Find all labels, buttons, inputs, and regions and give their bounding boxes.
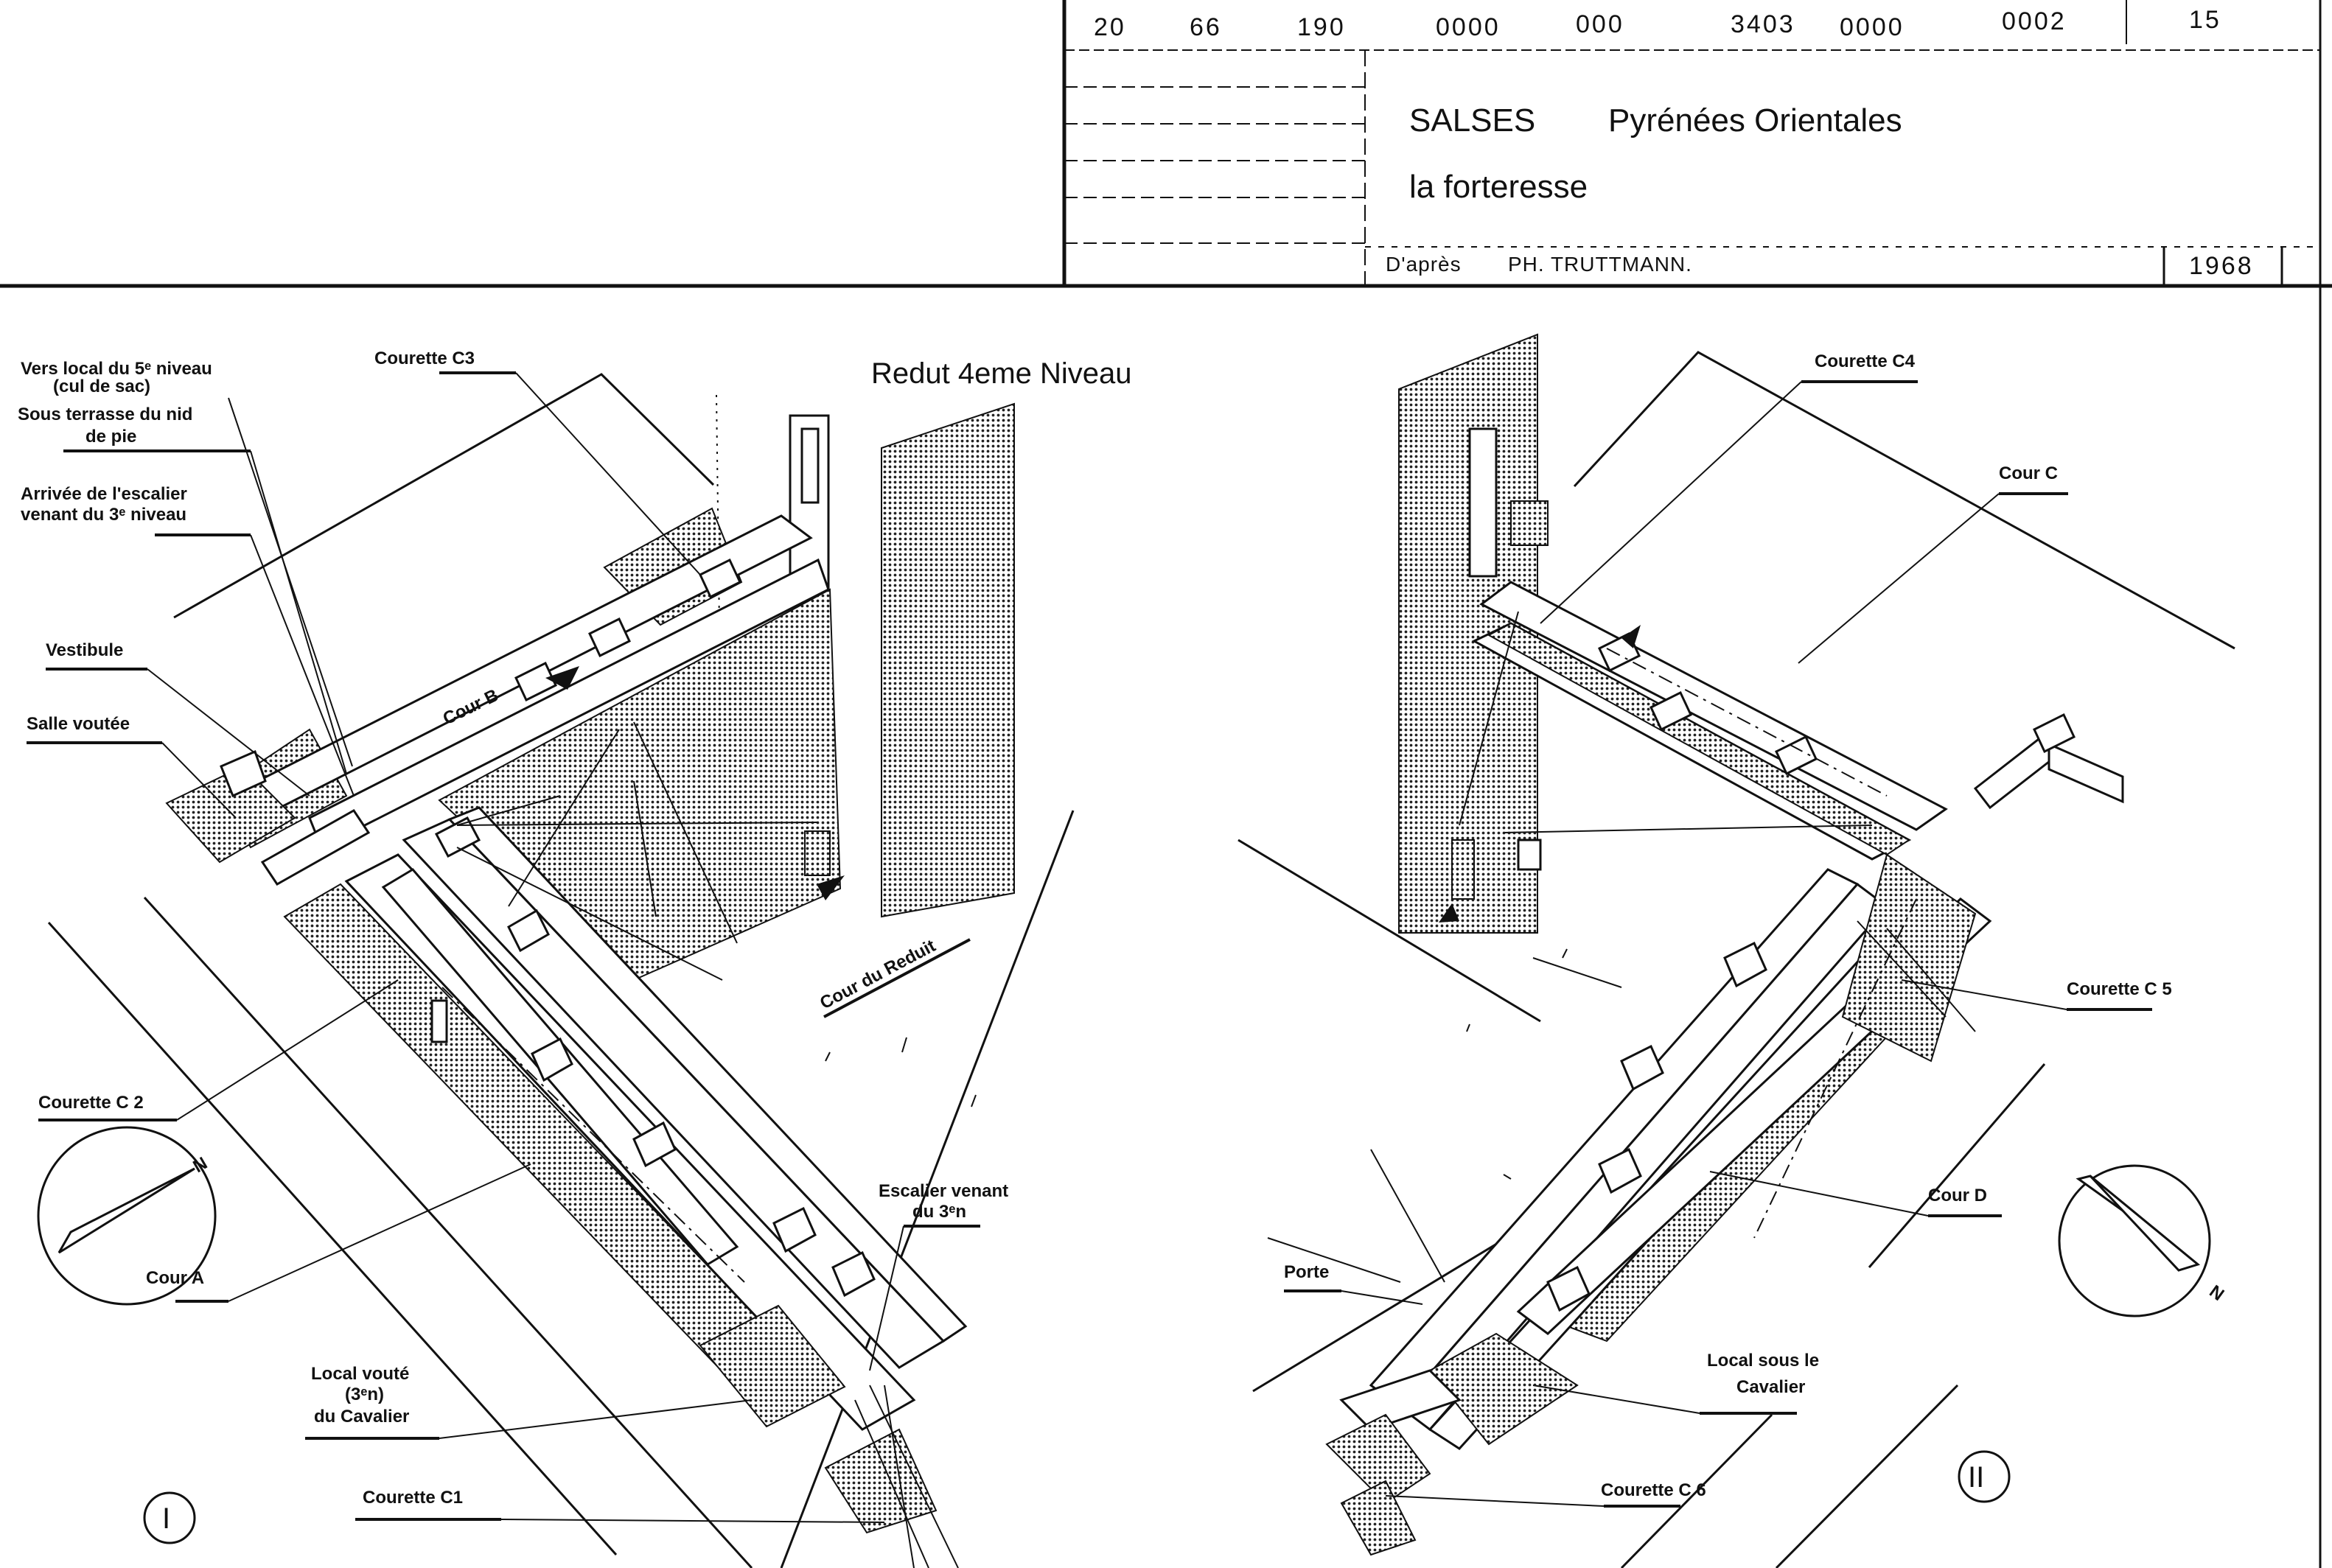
label-escalier-line1: Escalier venant (879, 1181, 1008, 1201)
panel-2-drawing (1237, 333, 2235, 1568)
panel-2-number: II (1958, 1450, 2011, 1503)
label-courette-c4: Courette C4 (1815, 351, 1916, 371)
label-courette-c6: Courette C 6 (1601, 1480, 1706, 1500)
label-salle-voutee: Salle voutée (27, 714, 130, 734)
label-courette-c2: Courette C 2 (38, 1093, 144, 1113)
label-cour-c: Cour C (1999, 463, 2058, 483)
label-sous-terrasse-line2: de pie (85, 427, 136, 447)
label-courette-c1: Courette C1 (363, 1488, 463, 1508)
panel-2-numeral: II (1968, 1461, 1984, 1494)
label-vestibule: Vestibule (46, 640, 123, 660)
compass-1: N (37, 1126, 217, 1306)
label-arrivee-line2: venant du 3ᵉ niveau (21, 505, 186, 525)
label-vers-local-line2: (cul de sac) (53, 377, 150, 396)
label-porte: Porte (1284, 1262, 1329, 1282)
code-6: 3403 (1731, 10, 1795, 38)
credit-prefix: D'après (1386, 253, 1462, 276)
label-local-voute-line2: (3ᵉn) (345, 1385, 384, 1404)
panel-1-drawing (47, 373, 1075, 1568)
code-4: 0000 (1436, 13, 1501, 41)
code-3: 190 (1297, 13, 1346, 41)
title-site: SALSES (1409, 102, 1535, 139)
label-cour-du-reduit: Cour du Reduit (817, 936, 939, 1013)
code-5: 000 (1576, 10, 1624, 38)
label-local-voute-line1: Local vouté (311, 1364, 409, 1384)
title-region: Pyrénées Orientales (1608, 102, 1902, 139)
title-codes: 20 66 190 0000 000 3403 0000 0002 15 (1094, 6, 2221, 41)
compass-2: N (2058, 1164, 2227, 1317)
label-cour-d: Cour D (1928, 1186, 1987, 1205)
label-arrivee-line1: Arrivée de l'escalier (21, 484, 187, 504)
credit-author: PH. TRUTTMANN. (1508, 253, 1692, 276)
code-1: 20 (1094, 13, 1126, 41)
label-vers-local-line1: Vers local du 5ᵉ niveau (21, 359, 212, 379)
code-9: 15 (2189, 6, 2221, 34)
compass-2-north-label: N (2205, 1281, 2227, 1305)
code-2: 66 (1190, 13, 1222, 41)
label-local-cavalier-line2: Cavalier (1736, 1377, 1805, 1397)
panel-2-labels: Courette C4 Cour C Courette C 5 Cour D P… (1284, 351, 2172, 1508)
panel-1-numeral: I (162, 1502, 170, 1535)
level-title: Redut 4eme Niveau (871, 357, 1132, 390)
code-8: 0002 (2002, 7, 2067, 35)
label-courette-c3: Courette C3 (374, 349, 475, 368)
title-year: 1968 (2189, 252, 2254, 280)
label-local-voute-line3: du Cavalier (314, 1407, 409, 1427)
code-7: 0000 (1840, 13, 1905, 41)
panel-1-number: I (143, 1491, 196, 1544)
label-sous-terrasse-line1: Sous terrasse du nid (18, 405, 192, 424)
label-local-cavalier-line1: Local sous le (1707, 1351, 1819, 1371)
label-escalier-line2: du 3ᵉn (912, 1202, 966, 1222)
label-courette-c5: Courette C 5 (2067, 979, 2172, 999)
title-subject: la forteresse (1409, 169, 1588, 205)
